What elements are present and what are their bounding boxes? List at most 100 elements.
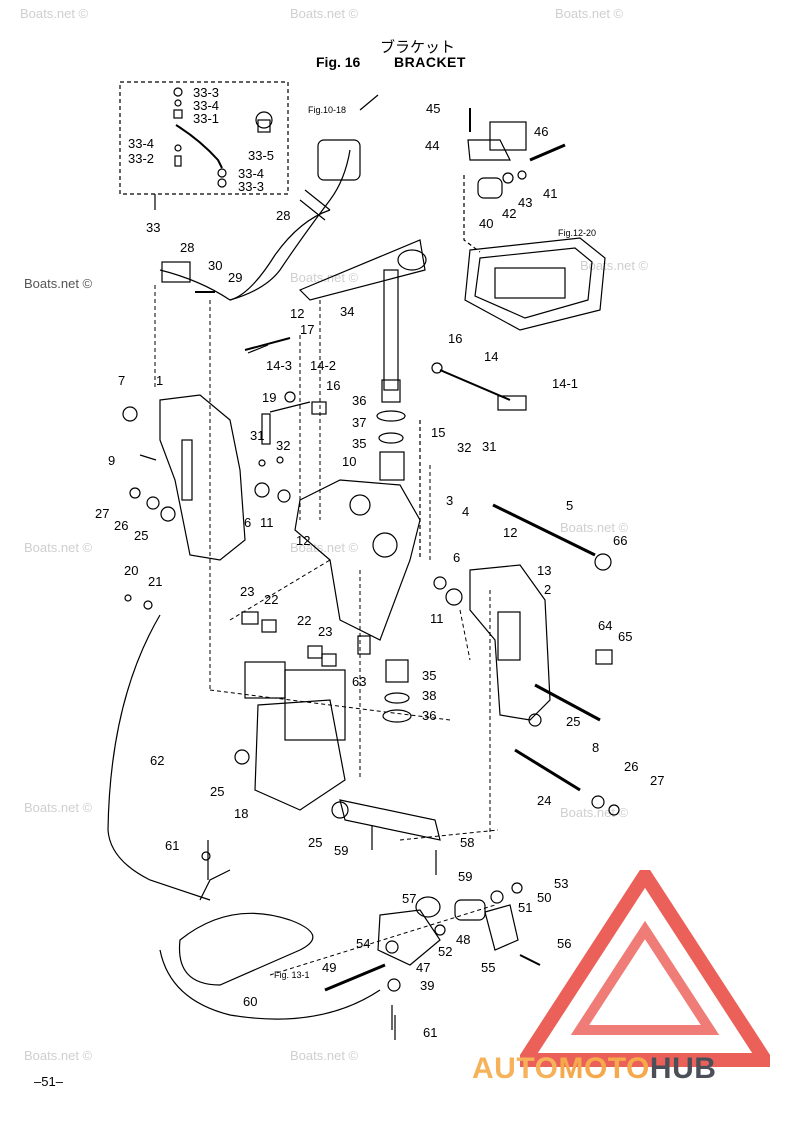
- part-label-14-3: 14-3: [266, 358, 292, 373]
- part-label-24: 24: [537, 793, 551, 808]
- part-label-29: 29: [228, 270, 242, 285]
- part-label-20: 20: [124, 563, 138, 578]
- watermark: Boats.net ©: [290, 1048, 359, 1063]
- part-label-27b: 27: [650, 773, 664, 788]
- part-label-11a: 11: [260, 515, 274, 530]
- part-label-65: 65: [618, 629, 632, 644]
- automotohub-logo: AUTOMOTOHUB: [472, 1052, 716, 1086]
- part-label-54: 54: [356, 936, 370, 951]
- fig-13-1-ref: Fig. 13-1: [274, 970, 310, 980]
- part-label-60: 60: [243, 994, 257, 1009]
- part-label-57: 57: [402, 891, 416, 906]
- part-label-28b: 28: [180, 240, 194, 255]
- part-label-36b: 36: [422, 708, 436, 723]
- part-label-6a: 6: [244, 515, 251, 530]
- part-label-47: 47: [416, 960, 430, 975]
- part-label-40: 40: [479, 216, 493, 231]
- watermark: Boats.net ©: [24, 540, 93, 555]
- watermark: Boats.net ©: [20, 6, 89, 21]
- part-label-22a: 22: [264, 592, 278, 607]
- part-label-31a: 31: [482, 439, 496, 454]
- logo-moto: MOTO: [558, 1052, 650, 1085]
- part-label-2: 2: [544, 582, 551, 597]
- fig-10-18-ref: Fig.10-18: [308, 105, 346, 115]
- part-label-7: 7: [118, 373, 125, 388]
- part-label-23a: 23: [240, 584, 254, 599]
- watermark: Boats.net ©: [580, 258, 649, 273]
- part-label-42: 42: [502, 206, 516, 221]
- part-label-37: 37: [352, 415, 366, 430]
- part-label-35a: 35: [352, 436, 366, 451]
- watermark: Boats.net ©: [24, 800, 93, 815]
- part-label-51: 51: [518, 900, 532, 915]
- part-label-56: 56: [557, 936, 571, 951]
- part-label-4: 4: [462, 504, 469, 519]
- part-label-6b: 6: [453, 550, 460, 565]
- part-label-33-3a: 33-3: [193, 85, 219, 100]
- part-label-66: 66: [613, 533, 627, 548]
- part-label-23b: 23: [318, 624, 332, 639]
- part-label-21: 21: [148, 574, 162, 589]
- part-label-55: 55: [481, 960, 495, 975]
- logo-hub: HUB: [649, 1052, 717, 1085]
- part-label-33-4c: 33-4: [238, 166, 264, 181]
- part-label-19: 19: [262, 390, 276, 405]
- part-label-39: 39: [420, 978, 434, 993]
- part-label-45: 45: [426, 101, 440, 116]
- part-label-46: 46: [534, 124, 548, 139]
- part-label-59b: 59: [458, 869, 472, 884]
- diagram-title: BRACKET: [394, 54, 466, 70]
- part-label-41: 41: [543, 186, 557, 201]
- part-label-10: 10: [342, 454, 356, 469]
- kit-33-box: [119, 81, 289, 195]
- automotohub-logo-icon: [520, 870, 770, 1067]
- part-label-50: 50: [537, 890, 551, 905]
- part-label-62: 62: [150, 753, 164, 768]
- part-label-61b: 61: [423, 1025, 437, 1040]
- part-label-25a: 25: [134, 528, 148, 543]
- watermark: Boats.net ©: [290, 270, 359, 285]
- fig-12-20-ref: Fig.12-20: [558, 228, 596, 238]
- watermark: Boats.net ©: [290, 540, 359, 555]
- part-label-43: 43: [518, 195, 532, 210]
- part-label-28a: 28: [276, 208, 290, 223]
- part-label-32a: 32: [457, 440, 471, 455]
- part-label-14-2: 14-2: [310, 358, 336, 373]
- part-label-49: 49: [322, 960, 336, 975]
- part-label-16a: 16: [448, 331, 462, 346]
- part-label-15: 15: [431, 425, 445, 440]
- japanese-title: ブラケット: [380, 38, 456, 56]
- part-label-32b: 32: [276, 438, 290, 453]
- part-label-64: 64: [598, 618, 612, 633]
- part-label-53: 53: [554, 876, 568, 891]
- part-label-38: 38: [422, 688, 436, 703]
- part-label-33-4b: 33-4: [128, 136, 154, 151]
- part-label-44: 44: [425, 138, 439, 153]
- watermark: Boats.net ©: [24, 1048, 93, 1063]
- part-label-33-1: 33-1: [193, 111, 219, 126]
- part-label-12c: 12: [296, 533, 310, 548]
- part-label-48: 48: [456, 932, 470, 947]
- logo-auto: AUTO: [472, 1052, 559, 1085]
- part-label-33: 33: [146, 220, 160, 235]
- watermark: Boats.net ©: [290, 6, 359, 21]
- figure-number: Fig. 16: [316, 54, 361, 70]
- part-label-36a: 36: [352, 393, 366, 408]
- part-label-33-3b: 33-3: [238, 179, 264, 194]
- part-label-25c: 25: [210, 784, 224, 799]
- part-label-58: 58: [460, 835, 474, 850]
- part-label-52: 52: [438, 944, 452, 959]
- page-number: –51–: [34, 1074, 63, 1089]
- part-label-63: 63: [352, 674, 366, 689]
- part-label-13: 13: [537, 563, 551, 578]
- part-label-25d: 25: [308, 835, 322, 850]
- part-label-14: 14: [484, 349, 498, 364]
- part-label-33-5: 33-5: [248, 148, 274, 163]
- part-label-27a: 27: [95, 506, 109, 521]
- part-label-9: 9: [108, 453, 115, 468]
- part-label-22b: 22: [297, 613, 311, 628]
- part-label-8: 8: [592, 740, 599, 755]
- watermark: Boats.net ©: [560, 805, 629, 820]
- watermark: Boats.net ©: [555, 6, 624, 21]
